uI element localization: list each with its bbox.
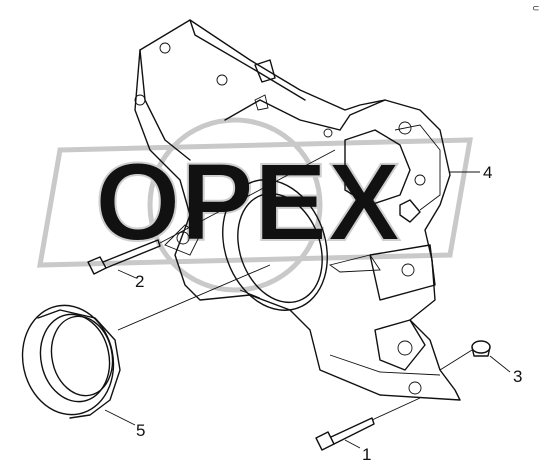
part-2-bolt: [87, 239, 161, 275]
callout-1: 1: [362, 445, 371, 464]
callout-2: 2: [135, 272, 144, 291]
watermark-logo: OPEX: [37, 117, 473, 293]
seal-bore-opening: [222, 179, 328, 311]
part-3-dowel-sleeve: [471, 340, 491, 357]
callout-5: 5: [136, 421, 145, 440]
part-1-bolt: [315, 417, 375, 451]
corner-mark: ⊂: [532, 3, 540, 13]
leader-lines: [104, 149, 511, 449]
callout-3: 3: [513, 367, 522, 386]
leader-2: [117, 149, 336, 279]
front-cover-housing: [134, 19, 461, 401]
part-5-oil-seal: [21, 304, 121, 419]
leader-3: [439, 349, 511, 373]
leader-5: [104, 264, 271, 426]
callout-4: 4: [483, 163, 492, 182]
svg-text:OPEX: OPEX: [95, 141, 401, 264]
leader-1: [344, 397, 421, 449]
